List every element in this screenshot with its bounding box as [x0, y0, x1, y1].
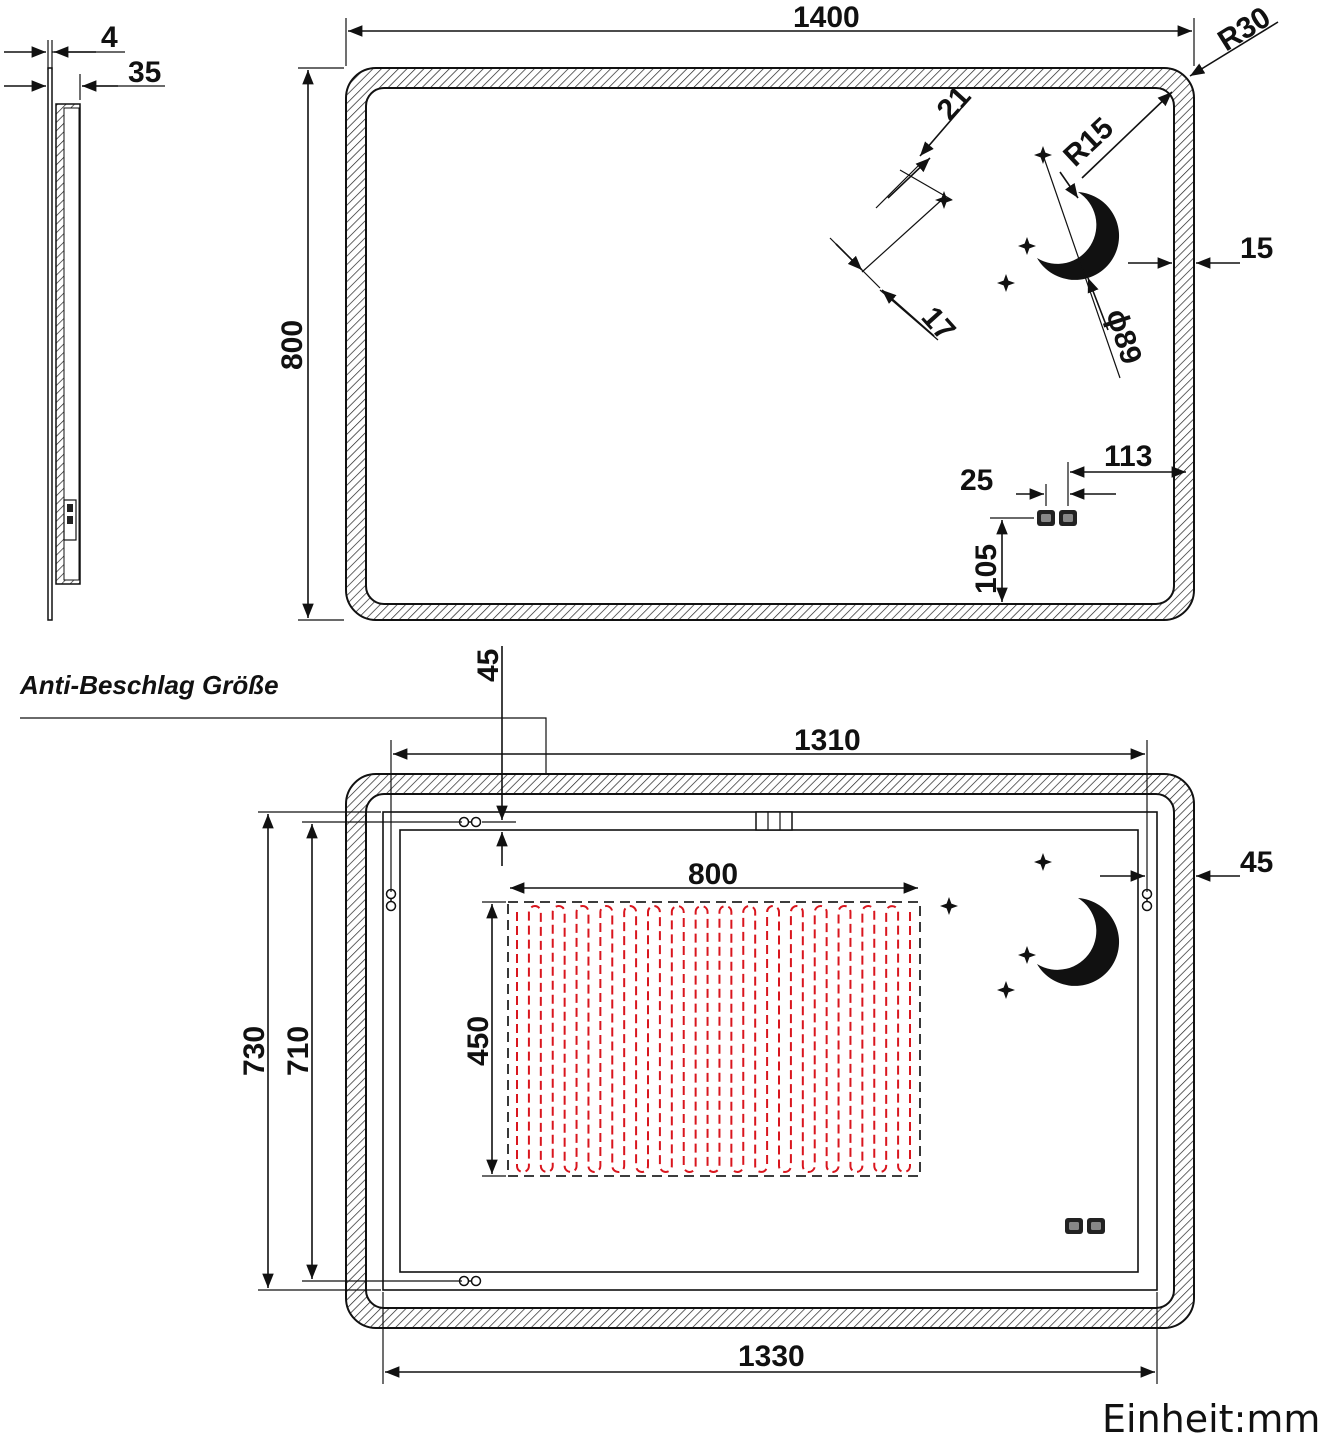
- side-glass: [47, 67, 53, 621]
- inner-height-label: 710: [282, 1026, 315, 1076]
- front-width-label: 1400: [793, 1, 860, 34]
- anti-fog-glass: [365, 793, 1175, 1309]
- unit-label: Einheit:mm: [1102, 1397, 1320, 1440]
- button-offset-right-label: 113: [1104, 440, 1152, 473]
- front-glass: [365, 87, 1175, 605]
- outer-width-label: 1330: [738, 1340, 805, 1373]
- corner-radius-outer-label: R30: [1212, 1, 1276, 58]
- anti-fog-heating-pad: [507, 901, 921, 1177]
- side-total-thickness-label: 35: [128, 56, 161, 89]
- pad-height-label: 450: [462, 1016, 495, 1066]
- top-offset-label: 45: [472, 649, 505, 682]
- frame-width-label: 15: [1240, 232, 1273, 265]
- front-height-label: 800: [276, 320, 309, 370]
- inner-width-label: 1310: [794, 724, 861, 757]
- right-offset-label: 45: [1240, 846, 1273, 879]
- button-spacing-label: 25: [960, 464, 993, 497]
- pad-width-label: 800: [688, 858, 738, 891]
- light-switch-icon: [1065, 1218, 1083, 1234]
- front-view: 1400 800 R30 R15 15 21 17: [276, 1, 1279, 621]
- anti-fog-title: Anti-Beschlag Größe: [19, 670, 279, 700]
- anti-fog-view: Anti-Beschlag Größe 45 1310 45: [19, 646, 1273, 1384]
- defog-switch-icon: [1059, 510, 1077, 526]
- moon-icon: [1037, 898, 1120, 986]
- side-inner: [63, 107, 80, 581]
- moon-icon: [1037, 192, 1120, 280]
- light-switch-icon: [1037, 510, 1055, 526]
- defog-switch-icon: [1087, 1218, 1105, 1234]
- side-view: 4 35: [4, 21, 165, 621]
- button-offset-bottom-label: 105: [970, 544, 1003, 594]
- outer-height-label: 730: [238, 1026, 271, 1076]
- side-glass-thickness-label: 4: [101, 21, 118, 54]
